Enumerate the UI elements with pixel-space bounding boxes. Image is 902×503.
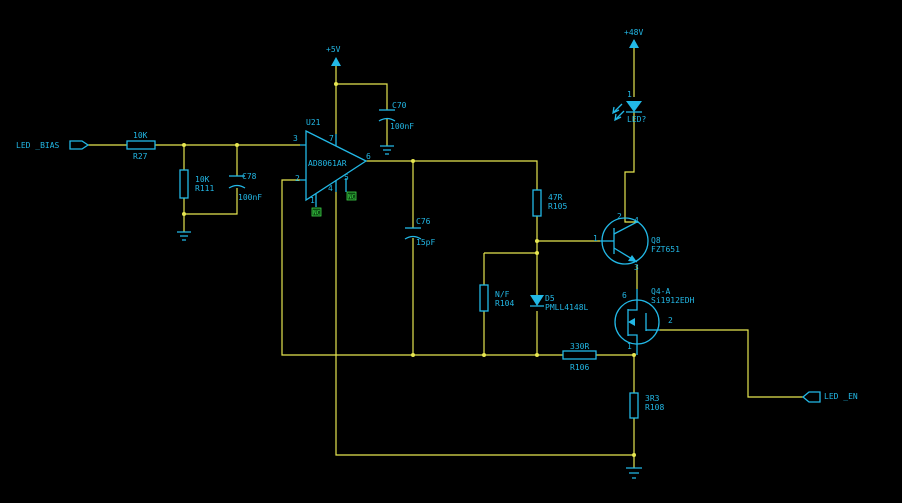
q8-pin-b: 1: [593, 234, 598, 243]
capacitor-c78: C78 100nF: [228, 172, 262, 202]
r106-ref: R106: [570, 363, 589, 372]
c78-value: 100nF: [238, 193, 262, 202]
opamp-u21: U21 AD8061AR 3 2 7 4 6 1 5 NC NC: [293, 118, 371, 217]
r108-value: 3R3: [645, 394, 660, 403]
q4-part: Si1912EDH: [651, 296, 695, 305]
opamp-pin-1: 1: [310, 196, 315, 205]
led-symbol: 1 LED?: [612, 90, 646, 124]
q8-pin-c: 2: [617, 212, 622, 221]
resistor-r104: N/F R104: [479, 284, 514, 312]
c70-ref: C70: [392, 101, 407, 110]
opamp-pin-5: 5: [344, 173, 349, 182]
r111-ref: R111: [195, 184, 214, 193]
r27-ref: R27: [133, 152, 148, 161]
d5-ref: D5: [545, 294, 555, 303]
r111-value: 10K: [195, 175, 210, 184]
r106-value: 330R: [570, 342, 589, 351]
opamp-ref: U21: [306, 118, 321, 127]
q4-ref: Q4-A: [651, 287, 670, 296]
q4-pin-s: 1: [627, 342, 632, 351]
nc-label-5: NC: [348, 194, 356, 201]
c76-ref: C76: [416, 217, 431, 226]
r104-value: N/F: [495, 290, 510, 299]
q8-ref: Q8: [651, 236, 661, 245]
opamp-pin-3: 3: [293, 134, 298, 143]
q4-pin-d: 6: [622, 291, 627, 300]
r108-ref: R108: [645, 403, 664, 412]
rail-48v-label: +48V: [624, 28, 643, 37]
capacitor-c70: C70 100nF: [378, 101, 414, 155]
port-led-bias-label: LED _BIAS: [16, 141, 60, 150]
nc-label-1: NC: [313, 210, 321, 217]
r104-ref: R104: [495, 299, 514, 308]
q4-pin-g: 2: [668, 316, 673, 325]
q8-pin-c2: 4: [634, 216, 639, 225]
resistor-r111: 10K R111: [179, 169, 214, 199]
d5-part: PMLL4148L: [545, 303, 589, 312]
opamp-pin-7: 7: [329, 134, 334, 143]
r27-value: 10K: [133, 131, 148, 140]
port-led-en: LED _EN: [801, 391, 858, 403]
opamp-pin-6: 6: [366, 152, 371, 161]
r105-ref: R105: [548, 202, 567, 211]
resistor-r108: 3R3 R108: [629, 392, 664, 419]
resistor-r27: 10K R27: [126, 131, 156, 161]
c70-value: 100nF: [390, 122, 414, 131]
r105-value: 47R: [548, 193, 563, 202]
rail-48v: +48V: [624, 28, 643, 48]
q8-part: FZT651: [651, 245, 680, 254]
opamp-pin-4: 4: [328, 184, 333, 193]
rail-5v-label: +5V: [326, 45, 341, 54]
opamp-pin-2: 2: [295, 174, 300, 183]
ground-bottom: [626, 467, 642, 479]
mosfet-q4: 6 2 1 Q4-A Si1912EDH: [614, 287, 695, 355]
ground-symbol: [177, 231, 191, 241]
c78-ref: C78: [242, 172, 257, 181]
resistor-r105: 47R R105: [532, 189, 567, 217]
q8-pin-e: 3: [634, 263, 639, 272]
capacitor-c76: C76 15pF: [404, 217, 435, 247]
port-led-en-label: LED _EN: [824, 392, 858, 401]
opamp-part: AD8061AR: [308, 159, 347, 168]
led-ref: LED?: [627, 115, 646, 124]
wires: [88, 40, 803, 468]
rail-5v: +5V: [326, 45, 341, 66]
diode-d5: D5 PMLL4148L: [530, 294, 589, 312]
port-led-bias: LED _BIAS: [16, 140, 90, 150]
junctions: [182, 82, 636, 457]
transistor-q8: 1 2 4 3 Q8 FZT651: [593, 212, 680, 272]
c76-value: 15pF: [416, 238, 435, 247]
led-pin: 1: [627, 90, 632, 99]
resistor-r106: 330R R106: [562, 342, 597, 372]
